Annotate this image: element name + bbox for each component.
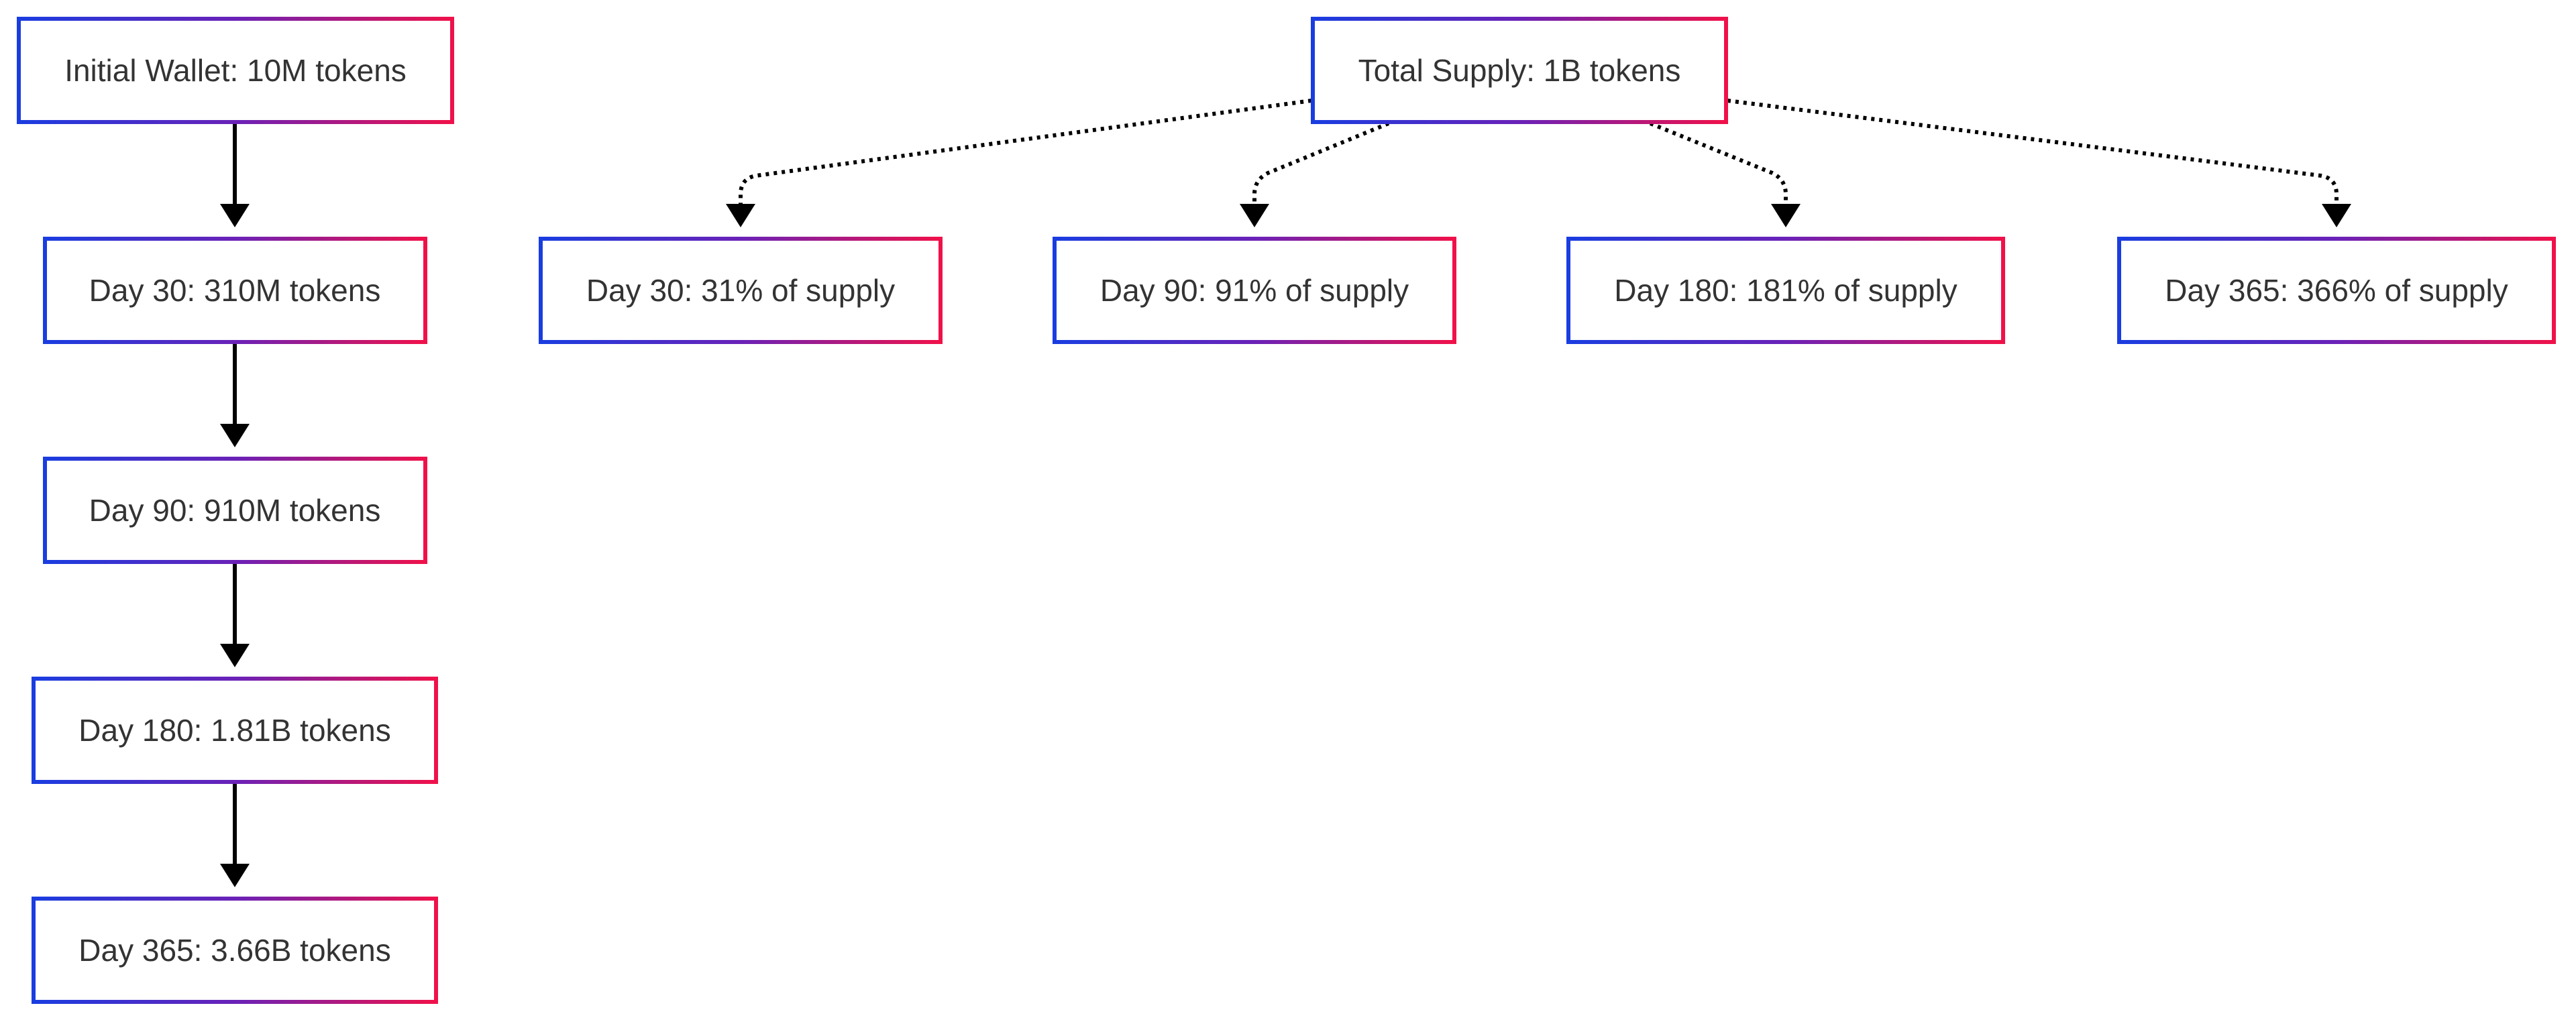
node-wallet-day90: Day 90: 910M tokens (43, 457, 427, 564)
node-label: Day 365: 366% of supply (2165, 273, 2508, 308)
arrowhead (220, 644, 250, 667)
edge-supply-total-to-day90 (1240, 121, 1390, 227)
node-label: Day 365: 3.66B tokens (78, 933, 390, 968)
node-initial-wallet: Initial Wallet: 10M tokens (17, 17, 454, 124)
arrowhead (726, 204, 755, 227)
edge-wallet-day90-to-day180 (220, 563, 250, 667)
node-total-supply: Total Supply: 1B tokens (1311, 17, 1728, 124)
edge-wallet-day30-to-day90 (220, 343, 250, 447)
node-supply-day180: Day 180: 181% of supply (1566, 237, 2005, 344)
arrowhead (1240, 204, 1269, 227)
node-label: Day 180: 1.81B tokens (78, 713, 390, 748)
edge-wallet-start-to-day30 (220, 123, 250, 227)
node-label: Day 180: 181% of supply (1614, 273, 1957, 308)
node-wallet-day365: Day 365: 3.66B tokens (32, 897, 438, 1004)
node-label: Day 30: 310M tokens (89, 273, 381, 308)
edges-layer (220, 99, 2351, 887)
edge-supply-total-to-day180 (1649, 121, 1801, 227)
node-label: Initial Wallet: 10M tokens (64, 53, 407, 88)
edge-supply-total-to-day30 (726, 99, 1312, 227)
node-supply-day365: Day 365: 366% of supply (2117, 237, 2556, 344)
node-label: Day 90: 91% of supply (1100, 273, 1409, 308)
node-wallet-day30: Day 30: 310M tokens (43, 237, 427, 344)
node-label: Total Supply: 1B tokens (1358, 53, 1681, 88)
arrowhead (220, 864, 250, 887)
node-wallet-day180: Day 180: 1.81B tokens (32, 677, 438, 784)
arrowhead (220, 204, 250, 227)
arrowhead (220, 424, 250, 447)
node-supply-day90: Day 90: 91% of supply (1053, 237, 1456, 344)
edge-wallet-day180-to-day365 (220, 783, 250, 887)
node-supply-day30: Day 30: 31% of supply (539, 237, 943, 344)
arrowhead (2322, 204, 2351, 227)
node-label: Day 30: 31% of supply (586, 273, 895, 308)
nodes-layer: Initial Wallet: 10M tokens Day 30: 310M … (17, 17, 2556, 1004)
edge-supply-total-to-day365 (1727, 99, 2351, 227)
arrowhead (1771, 204, 1801, 227)
node-label: Day 90: 910M tokens (89, 493, 381, 528)
